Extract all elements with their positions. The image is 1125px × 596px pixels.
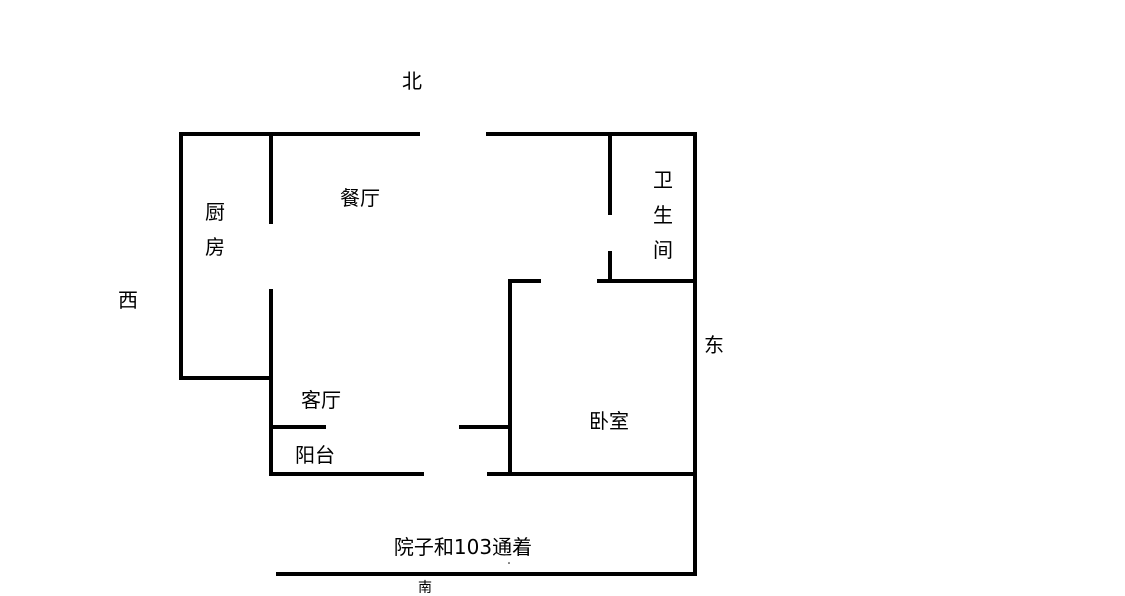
yard-note: 院子和103通着 (394, 535, 532, 559)
kitchen-label-2: 房 (205, 235, 225, 259)
bathroom-label-1: 卫 (653, 168, 673, 192)
bathroom-label-2: 生 (653, 203, 673, 227)
bathroom-label-3: 间 (653, 238, 673, 262)
direction-east: 东 (704, 333, 724, 357)
stray-dot (508, 562, 510, 564)
direction-west: 西 (118, 288, 138, 312)
kitchen-label-1: 厨 (205, 200, 225, 224)
balcony-label: 阳台 (295, 443, 335, 467)
bedroom-label: 卧室 (589, 409, 629, 433)
direction-north: 北 (402, 69, 422, 93)
living-label: 客厅 (301, 388, 341, 412)
walls (179, 132, 697, 576)
dining-label: 餐厅 (340, 186, 380, 210)
direction-south: 南 (418, 580, 432, 596)
